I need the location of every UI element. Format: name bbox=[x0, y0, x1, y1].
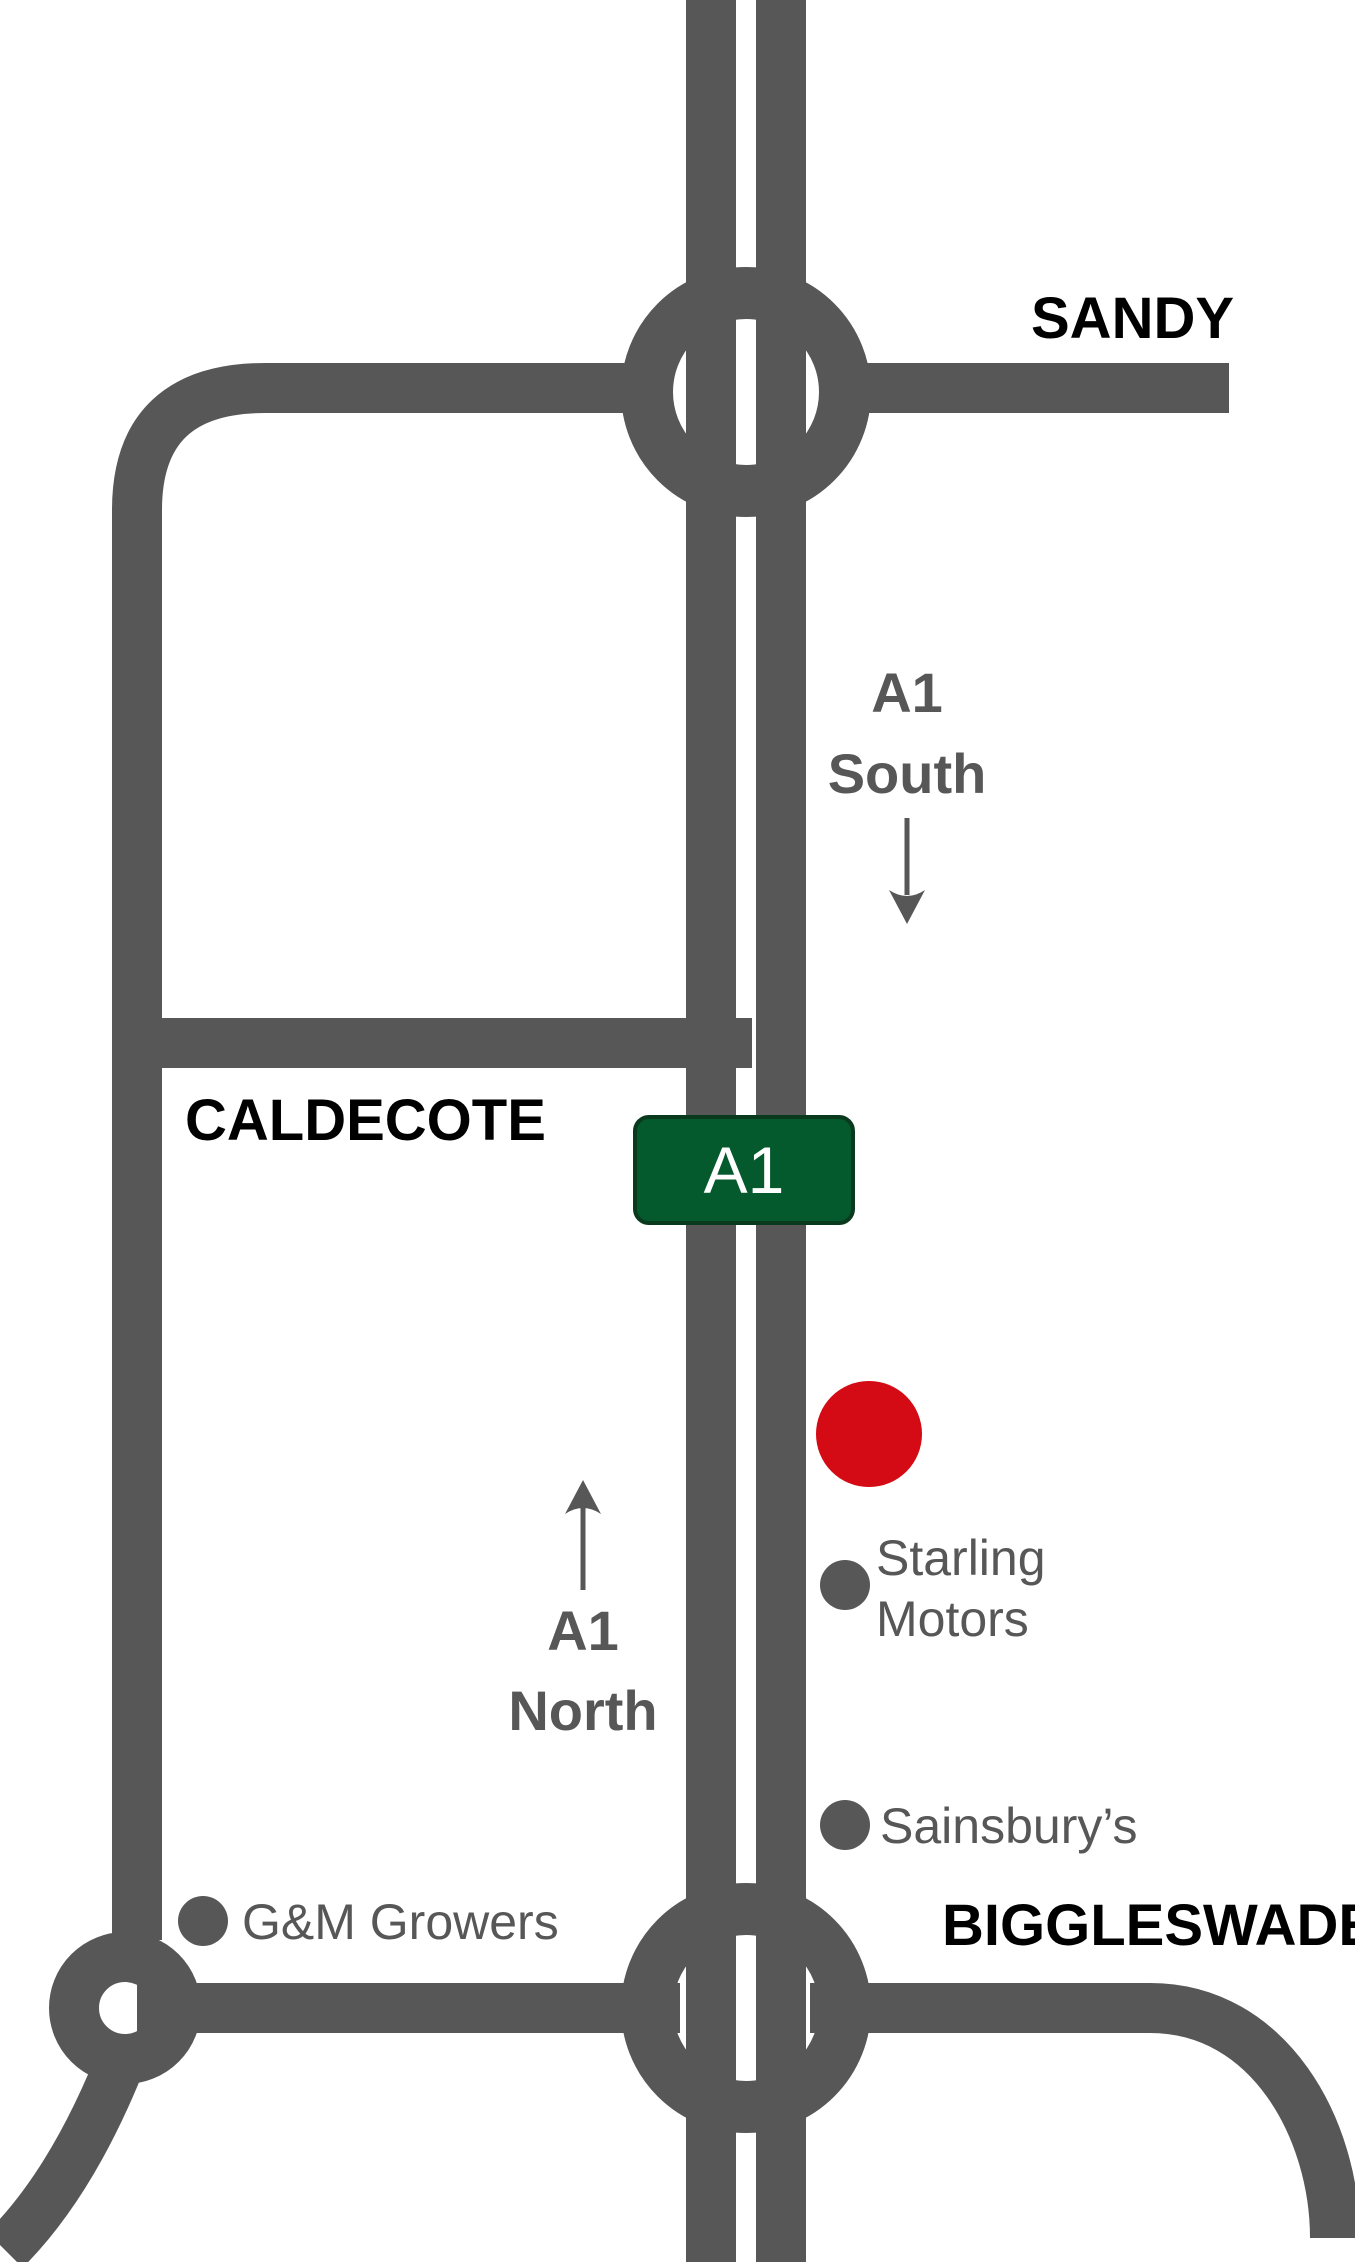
place-label-biggleswade: BIGGLESWADE bbox=[942, 1893, 1355, 1958]
poi-starling-line2: Motors bbox=[876, 1591, 1029, 1647]
poi-sainsburys: Sainsbury’s bbox=[880, 1798, 1138, 1854]
roundabout-north bbox=[621, 267, 871, 517]
arrow-up-icon bbox=[565, 1480, 601, 1590]
place-label-sandy: SANDY bbox=[1031, 286, 1234, 351]
direction-south-label: South bbox=[828, 742, 987, 805]
direction-north-road: A1 bbox=[547, 1599, 619, 1662]
dot-icon bbox=[820, 1800, 870, 1850]
a1-road-shield: A1 bbox=[633, 1115, 855, 1225]
dot-icon bbox=[178, 1896, 228, 1946]
arrow-down-icon bbox=[889, 818, 925, 924]
poi-starling-line1: Starling bbox=[876, 1530, 1046, 1586]
road-biggleswade bbox=[810, 1983, 1355, 2239]
direction-north-label: North bbox=[508, 1679, 657, 1742]
dot-icon bbox=[820, 1560, 870, 1610]
a1-shield-label: A1 bbox=[704, 1133, 785, 1207]
roundabout-south bbox=[621, 1883, 871, 2133]
map-pin-marker-icon bbox=[816, 1381, 922, 1487]
roundabout-southwest bbox=[49, 1932, 201, 2084]
direction-south-road: A1 bbox=[871, 661, 943, 724]
poi-gm-growers: G&M Growers bbox=[242, 1894, 559, 1950]
place-label-caldecote: CALDECOTE bbox=[185, 1088, 546, 1153]
road-left-loop bbox=[112, 363, 650, 1940]
